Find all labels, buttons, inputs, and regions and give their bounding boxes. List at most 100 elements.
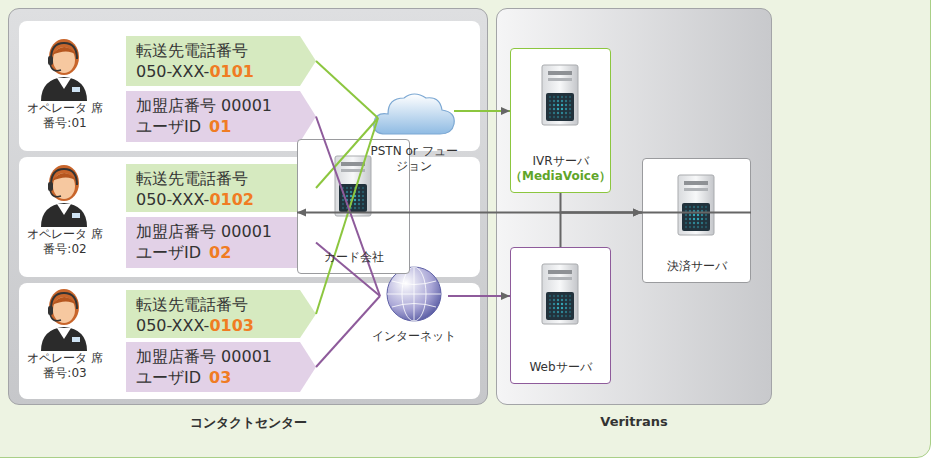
tab-value: ユーザID [136, 243, 201, 262]
vent-dot [569, 104, 571, 106]
operator-collar [57, 78, 71, 89]
vent-dot [705, 218, 707, 220]
vent-dot [689, 214, 691, 216]
tab-line: 050-XXX-0102 [136, 189, 296, 210]
vent-dot [569, 307, 571, 309]
vent-dot [553, 100, 555, 102]
server-body [542, 264, 578, 324]
vent-dot [557, 311, 559, 313]
vent-dot [354, 195, 356, 197]
operator-collar [57, 328, 71, 339]
server-label: （MediaVoice） [510, 169, 611, 184]
highlight-number: 01 [209, 117, 231, 136]
vent-dot [705, 210, 707, 212]
highlight-number: 03 [209, 368, 231, 387]
vent-dot [549, 116, 551, 118]
vent-dot [549, 104, 551, 106]
server-label: IVRサーバ [532, 154, 588, 169]
network-label: インターネット [369, 329, 459, 344]
server-slot [684, 188, 708, 191]
vent-dot [565, 100, 567, 102]
vent-dot [553, 311, 555, 313]
vent-dot [565, 104, 567, 106]
vent-dot [557, 303, 559, 305]
vent-dot [549, 303, 551, 305]
vent-dot [693, 210, 695, 212]
vent-dot [685, 218, 687, 220]
highlight-number: 0103 [209, 316, 254, 335]
cloud-icon [368, 84, 460, 144]
vent-dot [553, 112, 555, 114]
vent-dot [569, 315, 571, 317]
vent-dot [553, 299, 555, 301]
operator-badge [72, 213, 80, 218]
vent-dot [549, 299, 551, 301]
vent-dot [350, 199, 352, 201]
vent-dot [358, 191, 360, 193]
vent-dot [362, 195, 364, 197]
group-panel: コンタクトセンターオペレータ 席番号:01転送先電話番号050-XXX-0101… [8, 8, 488, 405]
connector [297, 212, 751, 214]
vent-dot [553, 96, 555, 98]
vent-dot [697, 218, 699, 220]
vent-dot [354, 191, 356, 193]
vent-dot [557, 315, 559, 317]
vent-dot [565, 315, 567, 317]
operator-seat: オペレータ 席番号:02転送先電話番号050-XXX-0102加盟店番号 000… [19, 157, 480, 277]
vent-dot [549, 96, 551, 98]
vent-dot [697, 214, 699, 216]
operator-body [41, 327, 87, 351]
vent-dot [689, 206, 691, 208]
vent-dot [553, 104, 555, 106]
connector [316, 118, 378, 188]
vent-dot [346, 207, 348, 209]
vent-dot [565, 303, 567, 305]
vent-dot [569, 295, 571, 297]
vent-dot [346, 203, 348, 205]
operator-collar [57, 204, 71, 215]
server-box: IVRサーバ（MediaVoice） [510, 48, 611, 193]
vent-dot [350, 207, 352, 209]
operator-hair [49, 289, 79, 325]
vent-dot [565, 299, 567, 301]
server-label: Webサーバ [529, 360, 591, 375]
vent-dot [549, 311, 551, 313]
vent-dot [346, 199, 348, 201]
vent-dot [557, 116, 559, 118]
vent-dot [346, 195, 348, 197]
vent-dot [569, 96, 571, 98]
highlight-number: 0101 [209, 62, 254, 81]
vent-dot [693, 222, 695, 224]
cloud-shape [374, 94, 455, 134]
vent-dot [350, 195, 352, 197]
server-icon [511, 248, 609, 338]
headset [51, 169, 77, 185]
vent-dot [557, 108, 559, 110]
phone-tab: 転送先電話番号050-XXX-0103 [126, 290, 316, 338]
vent-dot [569, 311, 571, 313]
phone-tab: 転送先電話番号050-XXX-0102 [126, 164, 316, 212]
headset-ear [48, 306, 53, 315]
vent-dot [561, 100, 563, 102]
tab-line: 転送先電話番号 [136, 168, 296, 189]
vent-dot [557, 295, 559, 297]
vent-dot [553, 307, 555, 309]
tab-line: ユーザID01 [136, 116, 296, 137]
vent-dot [350, 191, 352, 193]
operator-badge [72, 87, 80, 92]
vent-dot [693, 218, 695, 220]
vent-dot [553, 295, 555, 297]
server-body [335, 156, 371, 216]
vent-dot [553, 315, 555, 317]
tab-value: ユーザID [136, 368, 201, 387]
headset [51, 43, 77, 59]
operator-fringe [52, 47, 77, 55]
tab-line: 加盟店番号 00001 [136, 221, 296, 242]
vent-dot [697, 210, 699, 212]
server-front [546, 292, 574, 320]
globe-sphere [387, 267, 441, 321]
vent-dot [693, 226, 695, 228]
server-slot [548, 270, 572, 274]
vent-dot [565, 112, 567, 114]
